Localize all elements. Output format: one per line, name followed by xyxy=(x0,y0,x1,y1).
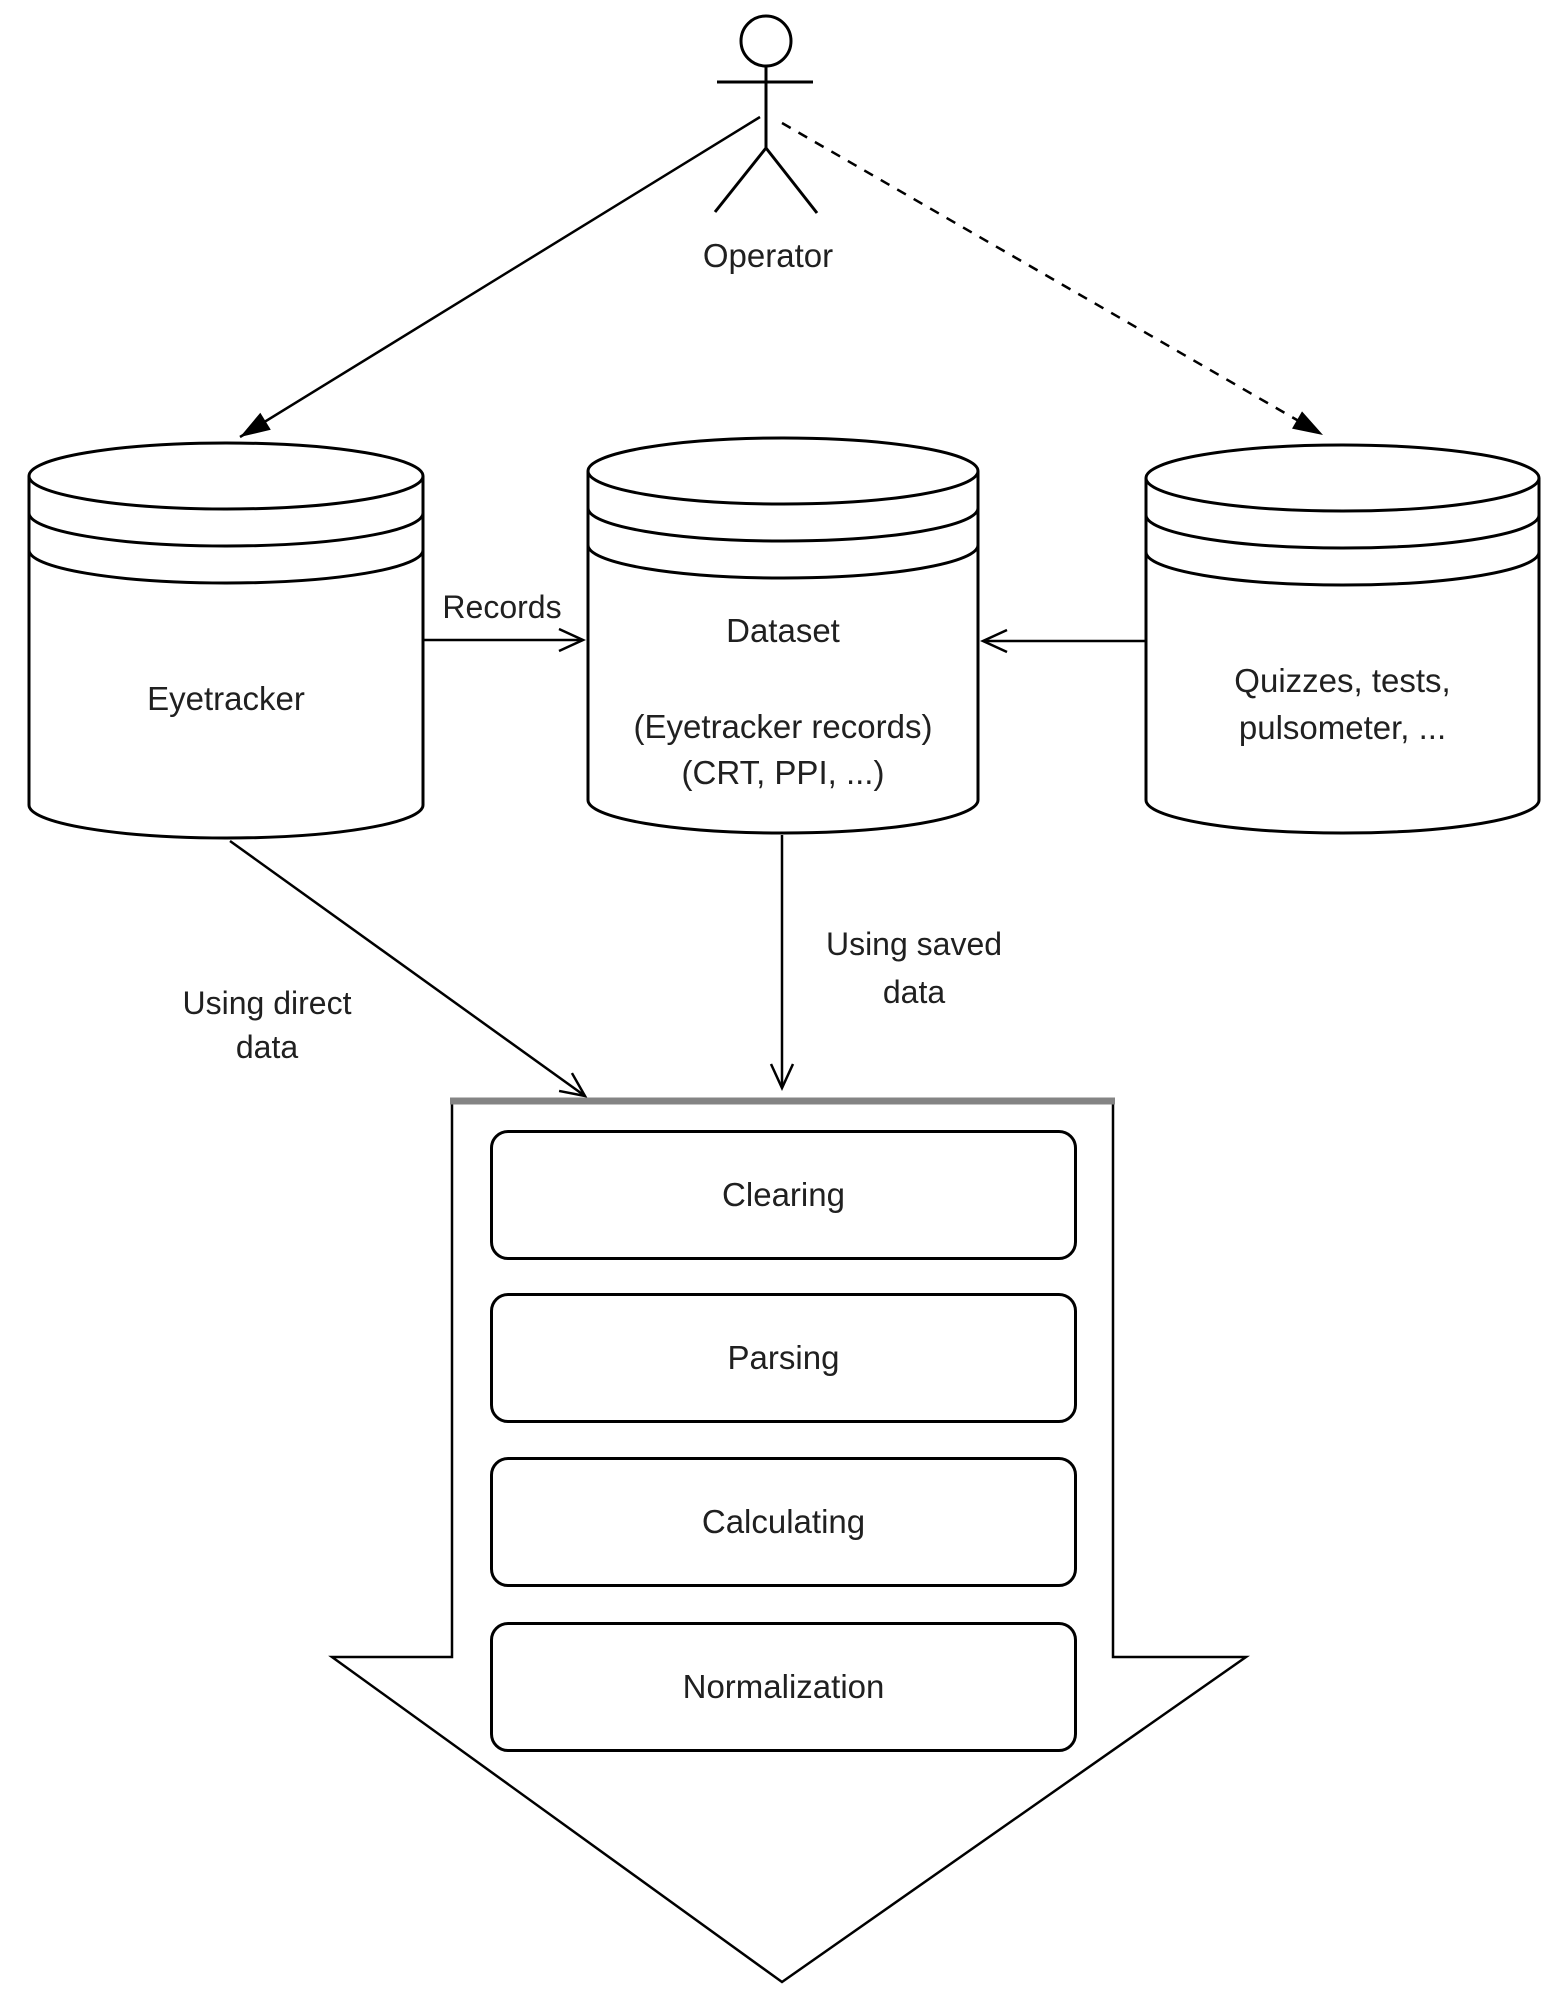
cylinder-top xyxy=(27,441,425,511)
person-head xyxy=(739,14,793,68)
pipeline-step-box-calculating: Calculating xyxy=(490,1457,1077,1587)
cylinder-body xyxy=(27,476,425,840)
cylinder-body xyxy=(1144,478,1541,835)
cylinder-rim-line xyxy=(27,549,425,585)
person-leg-left xyxy=(713,147,768,213)
sensors-label-line2: pulsometer, ... xyxy=(1238,709,1447,746)
dataset-database-cylinder xyxy=(586,436,980,835)
sensors-label-line1: Quizzes, tests, xyxy=(1234,662,1451,699)
using-direct-label-line2: data xyxy=(235,1029,299,1065)
edge-eyetracker-to-pipeline xyxy=(229,839,588,1098)
edge-operator-to-eyetracker xyxy=(239,115,761,439)
cylinder-rim-line xyxy=(1144,551,1541,587)
dataset-subtitle-2: (CRT, PPI, ...) xyxy=(681,754,885,791)
pipeline-step-box-normalization: Normalization xyxy=(490,1622,1077,1752)
pipeline-step-label: Clearing xyxy=(722,1176,845,1213)
cylinder-top xyxy=(586,436,980,506)
pipeline-step-box-clearing: Clearing xyxy=(490,1130,1077,1260)
cylinder-rim-line xyxy=(27,512,425,548)
dataset-subtitle-1: (Eyetracker records) xyxy=(633,708,933,745)
eyetracker-database-cylinder xyxy=(27,441,425,840)
pipeline-step-label: Calculating xyxy=(701,1503,866,1540)
using-saved-label-line1: Using saved xyxy=(825,926,1003,962)
person-leg-right xyxy=(764,147,819,214)
cylinder-rim-line xyxy=(586,507,980,543)
eyetracker-label: Eyetracker xyxy=(147,680,305,717)
pipeline-step-label: Normalization xyxy=(682,1668,885,1705)
dataset-title: Dataset xyxy=(726,612,840,649)
using-saved-label-line2: data xyxy=(882,974,946,1010)
cylinder-rim-line xyxy=(586,544,980,580)
records-edge-label: Records xyxy=(442,589,562,625)
cylinder-body xyxy=(586,471,980,835)
operator-label: Operator xyxy=(702,237,834,274)
cylinder-rim-line xyxy=(1144,514,1541,550)
pipeline-step-label: Parsing xyxy=(727,1339,840,1376)
pipeline-step-box-parsing: Parsing xyxy=(490,1293,1077,1423)
using-direct-label-line1: Using direct xyxy=(182,985,352,1021)
sensors-database-cylinder xyxy=(1144,443,1541,835)
edge-operator-to-sensors-dashed xyxy=(781,121,1324,437)
operator-person-icon xyxy=(713,14,819,214)
cylinder-top xyxy=(1144,443,1541,513)
